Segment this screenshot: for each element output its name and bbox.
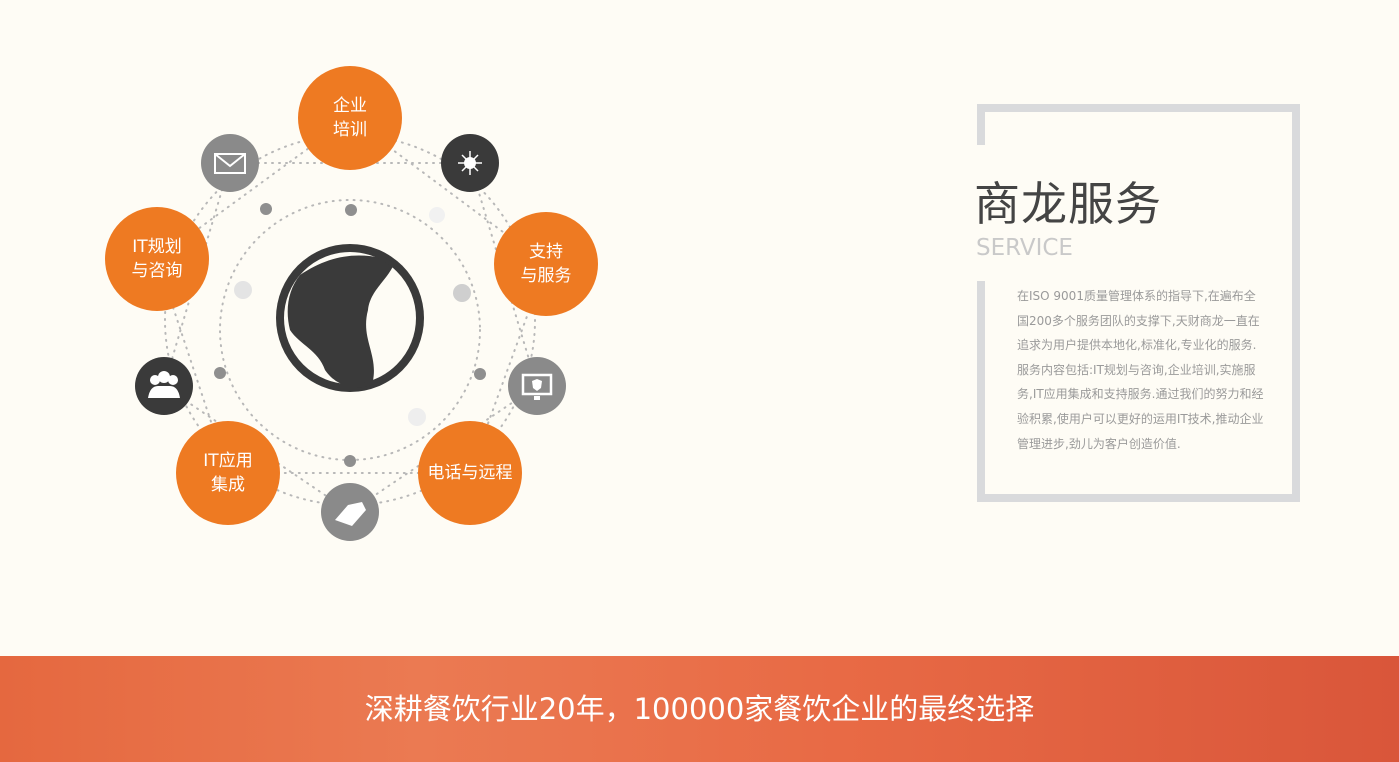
handshake-icon xyxy=(321,483,379,541)
service-diagram xyxy=(105,66,598,541)
frame-border-right xyxy=(1292,104,1300,502)
service-circles xyxy=(105,66,598,525)
service-node-training[interactable]: 企业 培训 xyxy=(333,96,367,140)
mail-icon xyxy=(201,134,259,192)
service-node-consulting[interactable]: IT规划 与咨询 xyxy=(131,237,183,281)
globe-icon xyxy=(276,244,424,392)
service-node-support[interactable]: 支持 与服务 xyxy=(520,242,572,286)
frame-border-left-top xyxy=(977,104,985,145)
frame-border-left-bottom xyxy=(977,281,985,502)
network-icon xyxy=(441,134,499,192)
banner: 深耕餐饮行业20年，100000家餐饮企业的最终选择 xyxy=(0,656,1399,762)
service-title: 商龙服务 xyxy=(974,177,1162,231)
frame-border-top xyxy=(977,104,1300,112)
people-icon xyxy=(135,357,193,415)
service-node-integration[interactable]: IT应用 集成 xyxy=(203,451,253,495)
banner-text: 深耕餐饮行业20年，100000家餐饮企业的最终选择 xyxy=(364,692,1035,726)
service-node-remote[interactable]: 电话与远程 xyxy=(427,463,513,483)
service-subtitle: SERVICE xyxy=(976,235,1073,261)
frame-border-bottom xyxy=(977,494,1300,502)
monitor-shield-icon xyxy=(508,357,566,415)
service-description: 在ISO 9001质量管理体系的指导下,在遍布全国200多个服务团队的支撑下,天… xyxy=(1017,289,1264,451)
